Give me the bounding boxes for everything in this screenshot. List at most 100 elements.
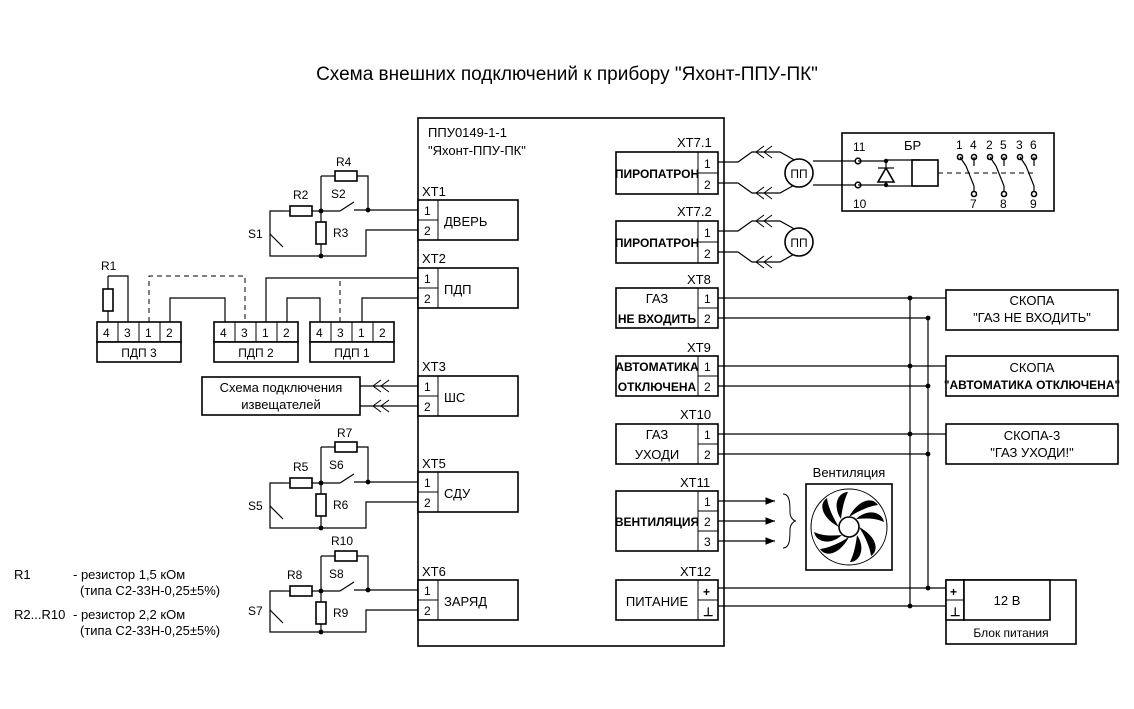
psu-label: Блок питания — [973, 626, 1048, 640]
pdp-pin: 3 — [124, 326, 131, 340]
label-r8: R8 — [287, 568, 303, 582]
siren-2: СКОПА "АВТОМАТИКА ОТКЛЮЧЕНА" — [944, 355, 1120, 397]
pdp1-label: ПДП 1 — [334, 346, 370, 360]
resistor-r10 — [334, 550, 358, 562]
label-s6: S6 — [329, 458, 344, 472]
relay-pin: 2 — [986, 138, 993, 152]
pin-2: 2 — [704, 178, 711, 192]
connector-xt8-id: XT8 — [687, 272, 711, 287]
connector-xt6-id: XT6 — [422, 564, 446, 579]
connector-xt9-id: XT9 — [687, 340, 711, 355]
relay-coil — [911, 159, 939, 187]
ventilation-group: Вентиляция — [718, 465, 893, 571]
switch-s2 — [339, 201, 355, 212]
connector-xt2: XT2 1 2 ПДП — [417, 251, 519, 309]
pin-2: 2 — [424, 292, 431, 306]
pin-1: 1 — [424, 380, 431, 394]
connector-xt8: XT8 1 2 ГАЗ НЕ ВХОДИТЬ — [615, 272, 719, 329]
siren-2-line1: СКОПА — [1010, 360, 1055, 375]
pdp2-block: 4 3 1 2 ПДП 2 — [213, 321, 299, 363]
label-s2: S2 — [331, 187, 346, 201]
connector-xt7-2-id: XT7.2 — [677, 204, 712, 219]
connector-xt1: XT1 1 2 ДВЕРЬ — [417, 184, 519, 241]
pdp-pin: 3 — [337, 326, 344, 340]
connector-xt11-id: XT11 — [680, 475, 710, 490]
pdp3-label: ПДП 3 — [121, 346, 157, 360]
siren-3: СКОПА-3 "ГАЗ УХОДИ!" — [945, 423, 1119, 465]
pin-2: 2 — [424, 224, 431, 238]
pin-1: 1 — [424, 476, 431, 490]
pdp-pin: 1 — [262, 326, 269, 340]
label-r7: R7 — [337, 426, 353, 440]
connector-xt7-2-label: ПИРОПАТРОН — [615, 236, 699, 250]
pin-1: 1 — [704, 226, 711, 240]
pin-1: 1 — [424, 584, 431, 598]
connector-xt12-id: XT12 — [680, 564, 711, 579]
pin-1: 1 — [704, 495, 711, 509]
relay-pin: 4 — [970, 138, 977, 152]
resistor-r4 — [334, 170, 358, 182]
label-r2: R2 — [293, 188, 309, 202]
legend-r2-type: (типа С2-33Н-0,25±5%) — [80, 623, 220, 638]
legend: R1 - резистор 1,5 кОм (типа С2-33Н-0,25±… — [14, 567, 220, 638]
connector-xt6: XT6 1 2 ЗАРЯД — [417, 564, 519, 621]
pdp2-label: ПДП 2 — [238, 346, 274, 360]
pin-2: 2 — [424, 496, 431, 510]
label-s5: S5 — [248, 499, 263, 513]
relay-pin-10: 10 — [853, 197, 867, 211]
label-r1: R1 — [101, 259, 117, 273]
pin-1: 1 — [704, 292, 711, 306]
connector-xt3-label: ШС — [444, 390, 465, 405]
psu-plus: + — [950, 585, 957, 599]
switch-s1 — [269, 233, 284, 248]
siren-wiring — [718, 295, 946, 606]
connector-xt6-label: ЗАРЯД — [444, 594, 487, 609]
device-name: "Яхонт-ППУ-ПК" — [428, 143, 526, 158]
connector-xt5: XT5 1 2 СДУ — [417, 456, 519, 513]
legend-r1-type: (типа С2-33Н-0,25±5%) — [80, 583, 220, 598]
relay-label: БР — [904, 138, 921, 153]
pdp-pin: 2 — [166, 326, 173, 340]
pin-2: 2 — [704, 247, 711, 261]
psu-ground: ⊥ — [950, 605, 960, 619]
connector-xt11-label: ВЕНТИЛЯЦИЯ — [615, 515, 699, 529]
pdp-pin: 2 — [379, 326, 386, 340]
connector-xt7-1-label: ПИРОПАТРОН — [615, 167, 699, 181]
pin-ground: ⊥ — [703, 605, 713, 619]
brace — [782, 493, 797, 549]
connector-xt9: XT9 1 2 АВТОМАТИКА ОТКЛЮЧЕНА — [615, 340, 719, 397]
connector-xt8-line1: ГАЗ — [646, 291, 669, 306]
label-s8: S8 — [329, 567, 344, 581]
pdp-pin: 2 — [283, 326, 290, 340]
relay-pin: 8 — [1000, 197, 1007, 211]
connector-xt9-line2: ОТКЛЮЧЕНА — [618, 380, 697, 394]
power-supply: + ⊥ 12 В Блок питания — [945, 579, 1077, 645]
resistor-r7 — [334, 441, 358, 453]
squib-label: ПП — [790, 167, 807, 181]
plug-arrow-icon — [372, 399, 382, 413]
pdp-pin: 4 — [220, 326, 227, 340]
pdp-pin: 1 — [358, 326, 365, 340]
pdp-pin: 4 — [103, 326, 110, 340]
legend-r1-key: R1 — [14, 567, 31, 582]
connector-xt11: XT11 1 2 3 ВЕНТИЛЯЦИЯ — [615, 475, 719, 552]
pdp1-block: 4 3 1 2 ПДП 1 — [309, 321, 395, 363]
fan-icon — [805, 483, 893, 571]
connector-xt10-id: XT10 — [680, 407, 711, 422]
resistor-r1 — [102, 288, 114, 312]
connector-xt3-id: XT3 — [422, 359, 446, 374]
door-loop: R2 R4 S2 R3 S1 — [248, 155, 418, 259]
resistor-r3 — [315, 221, 327, 245]
resistor-r9 — [315, 601, 327, 625]
label-r9: R9 — [333, 606, 349, 620]
resistor-r6 — [315, 493, 327, 517]
sdu-loop: R5 R7 S6 R6 S5 — [248, 426, 418, 531]
relay-block: 11 10 БР 1 4 2 5 3 6 — [813, 132, 1055, 212]
connector-xt10: XT10 1 2 ГАЗ УХОДИ — [615, 407, 719, 465]
pin-2: 2 — [424, 400, 431, 414]
device-model: ППУ0149-1-1 — [428, 125, 507, 140]
pin-2: 2 — [704, 312, 711, 326]
label-r3: R3 — [333, 226, 349, 240]
charge-loop: R8 R10 S8 R9 S7 — [248, 534, 418, 635]
pdp-pin: 4 — [316, 326, 323, 340]
